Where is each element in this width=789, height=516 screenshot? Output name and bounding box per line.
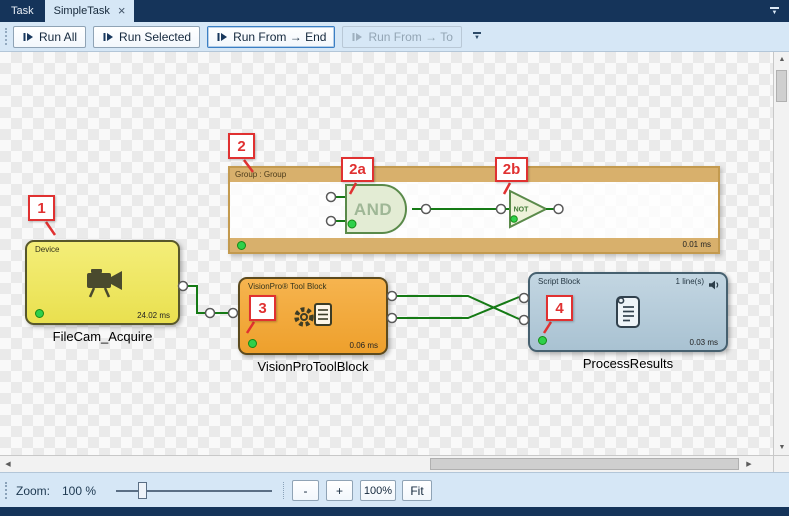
zoom-out-button[interactable]: - bbox=[292, 480, 319, 501]
scrollbar-corner bbox=[773, 455, 789, 472]
zoom-slider[interactable] bbox=[116, 481, 272, 500]
group-footer: 0.01 ms bbox=[230, 238, 718, 252]
toolblock-output-pin-1[interactable] bbox=[386, 290, 398, 302]
device-status-dot bbox=[35, 309, 44, 318]
group-body bbox=[230, 182, 718, 238]
chevron-down-icon: ▼ bbox=[771, 9, 778, 16]
overflow-bar-glyph bbox=[472, 32, 481, 34]
run-selected-label: Run Selected bbox=[119, 29, 192, 44]
group-header: Group : Group bbox=[230, 168, 718, 182]
group-exec-time: 0.01 ms bbox=[682, 240, 711, 249]
scroll-left-button[interactable]: ◀ bbox=[5, 461, 11, 468]
speaker-icon bbox=[708, 277, 720, 295]
vertical-scrollbar-thumb[interactable] bbox=[776, 70, 787, 102]
run-from-end-button[interactable]: Run From → End bbox=[207, 25, 336, 48]
scroll-up-button[interactable]: ▲ bbox=[778, 56, 786, 63]
menu-bar-glyph bbox=[770, 6, 779, 9]
run-icon bbox=[23, 32, 33, 41]
tab-bar: Task SimpleTask × ▼ bbox=[0, 0, 789, 22]
zoom-100-button[interactable]: 100% bbox=[360, 480, 396, 501]
zoom-in-button[interactable]: + bbox=[326, 480, 353, 501]
zoom-slider-thumb[interactable] bbox=[138, 482, 147, 499]
camera-icon bbox=[27, 252, 178, 313]
device-exec-time: 24.02 ms bbox=[137, 311, 170, 320]
toolblock-input-pin[interactable] bbox=[227, 307, 239, 319]
callout-1: 1 bbox=[28, 195, 55, 221]
toolblock-block-label: VisionProToolBlock bbox=[257, 359, 369, 374]
callout-2: 2 bbox=[228, 133, 255, 159]
group-status-dot bbox=[237, 241, 246, 250]
toolblock-output-pin-2[interactable] bbox=[386, 312, 398, 324]
run-all-button[interactable]: Run All bbox=[13, 25, 87, 48]
run-icon bbox=[352, 32, 363, 41]
script-exec-time: 0.03 ms bbox=[689, 338, 718, 347]
tab-simpletask-label: SimpleTask bbox=[53, 5, 110, 17]
run-selected-button[interactable]: Run Selected bbox=[93, 25, 201, 48]
script-line-count: 1 line(s) bbox=[675, 277, 704, 286]
zoom-value: 100 % bbox=[62, 483, 97, 498]
zoombar-grip[interactable] bbox=[5, 482, 7, 499]
wire-device-to-toolblock[interactable] bbox=[180, 285, 205, 314]
run-toolbar: Run All Run Selected Run From → End Run … bbox=[0, 22, 789, 52]
run-from-to-button: Run From → To bbox=[342, 25, 462, 48]
wire-toolblock-to-script-1[interactable] bbox=[396, 295, 520, 320]
tab-task[interactable]: Task bbox=[0, 0, 45, 22]
horizontal-scrollbar[interactable]: ◀ ▶ bbox=[0, 455, 773, 472]
toolblock-gear-icon bbox=[240, 289, 386, 343]
device-header: Device bbox=[35, 245, 60, 254]
toolblock-status-dot bbox=[248, 339, 257, 348]
toolbar-overflow-icon[interactable]: ▼ bbox=[470, 32, 484, 41]
group-block[interactable]: Group : Group 0.01 ms bbox=[228, 166, 720, 254]
bottom-frame-bar bbox=[0, 507, 789, 516]
callout-4: 4 bbox=[546, 295, 573, 321]
run-icon bbox=[103, 32, 114, 41]
wire-toolblock-to-script-2[interactable] bbox=[396, 296, 520, 319]
zoombar-separator bbox=[283, 482, 284, 499]
zoom-status-bar: Zoom: 100 % - + 100% Fit bbox=[0, 472, 789, 507]
toolblock-header: VisionPro® Tool Block bbox=[248, 282, 327, 291]
chevron-down-icon: ▼ bbox=[473, 34, 480, 41]
tab-window-menu-icon[interactable]: ▼ bbox=[768, 6, 781, 16]
script-status-dot bbox=[538, 336, 547, 345]
link-waypoint-pin[interactable] bbox=[204, 307, 216, 319]
task-canvas[interactable]: Group : Group 0.01 ms Device bbox=[0, 52, 773, 455]
script-scroll-icon bbox=[530, 284, 726, 340]
horizontal-scrollbar-thumb[interactable] bbox=[430, 458, 739, 470]
tab-task-label: Task bbox=[11, 5, 34, 17]
callout-3: 3 bbox=[249, 295, 276, 321]
toolblock-exec-time: 0.06 ms bbox=[349, 341, 378, 350]
script-header: Script Block bbox=[538, 277, 581, 286]
zoom-fit-button[interactable]: Fit bbox=[402, 480, 432, 501]
run-from-end-label: Run From → End bbox=[233, 29, 327, 44]
zoom-label: Zoom: bbox=[16, 483, 51, 498]
run-all-label: Run All bbox=[39, 29, 78, 44]
callout-2a: 2a bbox=[341, 157, 374, 182]
device-block-label: FileCam_Acquire bbox=[52, 329, 153, 344]
vertical-scrollbar[interactable]: ▲ ▼ bbox=[773, 52, 789, 455]
run-from-to-label: Run From → To bbox=[368, 29, 453, 44]
device-block[interactable]: Device 24.02 ms bbox=[25, 240, 180, 325]
scroll-down-button[interactable]: ▼ bbox=[778, 444, 786, 451]
script-block-label: ProcessResults bbox=[582, 356, 674, 371]
close-tab-icon[interactable]: × bbox=[117, 3, 126, 18]
callout-2b: 2b bbox=[495, 157, 528, 182]
zoom-slider-track[interactable] bbox=[116, 490, 272, 492]
toolbar-grip[interactable] bbox=[5, 28, 8, 45]
scroll-right-button[interactable]: ▶ bbox=[746, 461, 752, 468]
tab-simpletask[interactable]: SimpleTask × bbox=[44, 0, 135, 22]
callout-1-tick bbox=[44, 221, 57, 236]
run-icon bbox=[217, 32, 228, 41]
